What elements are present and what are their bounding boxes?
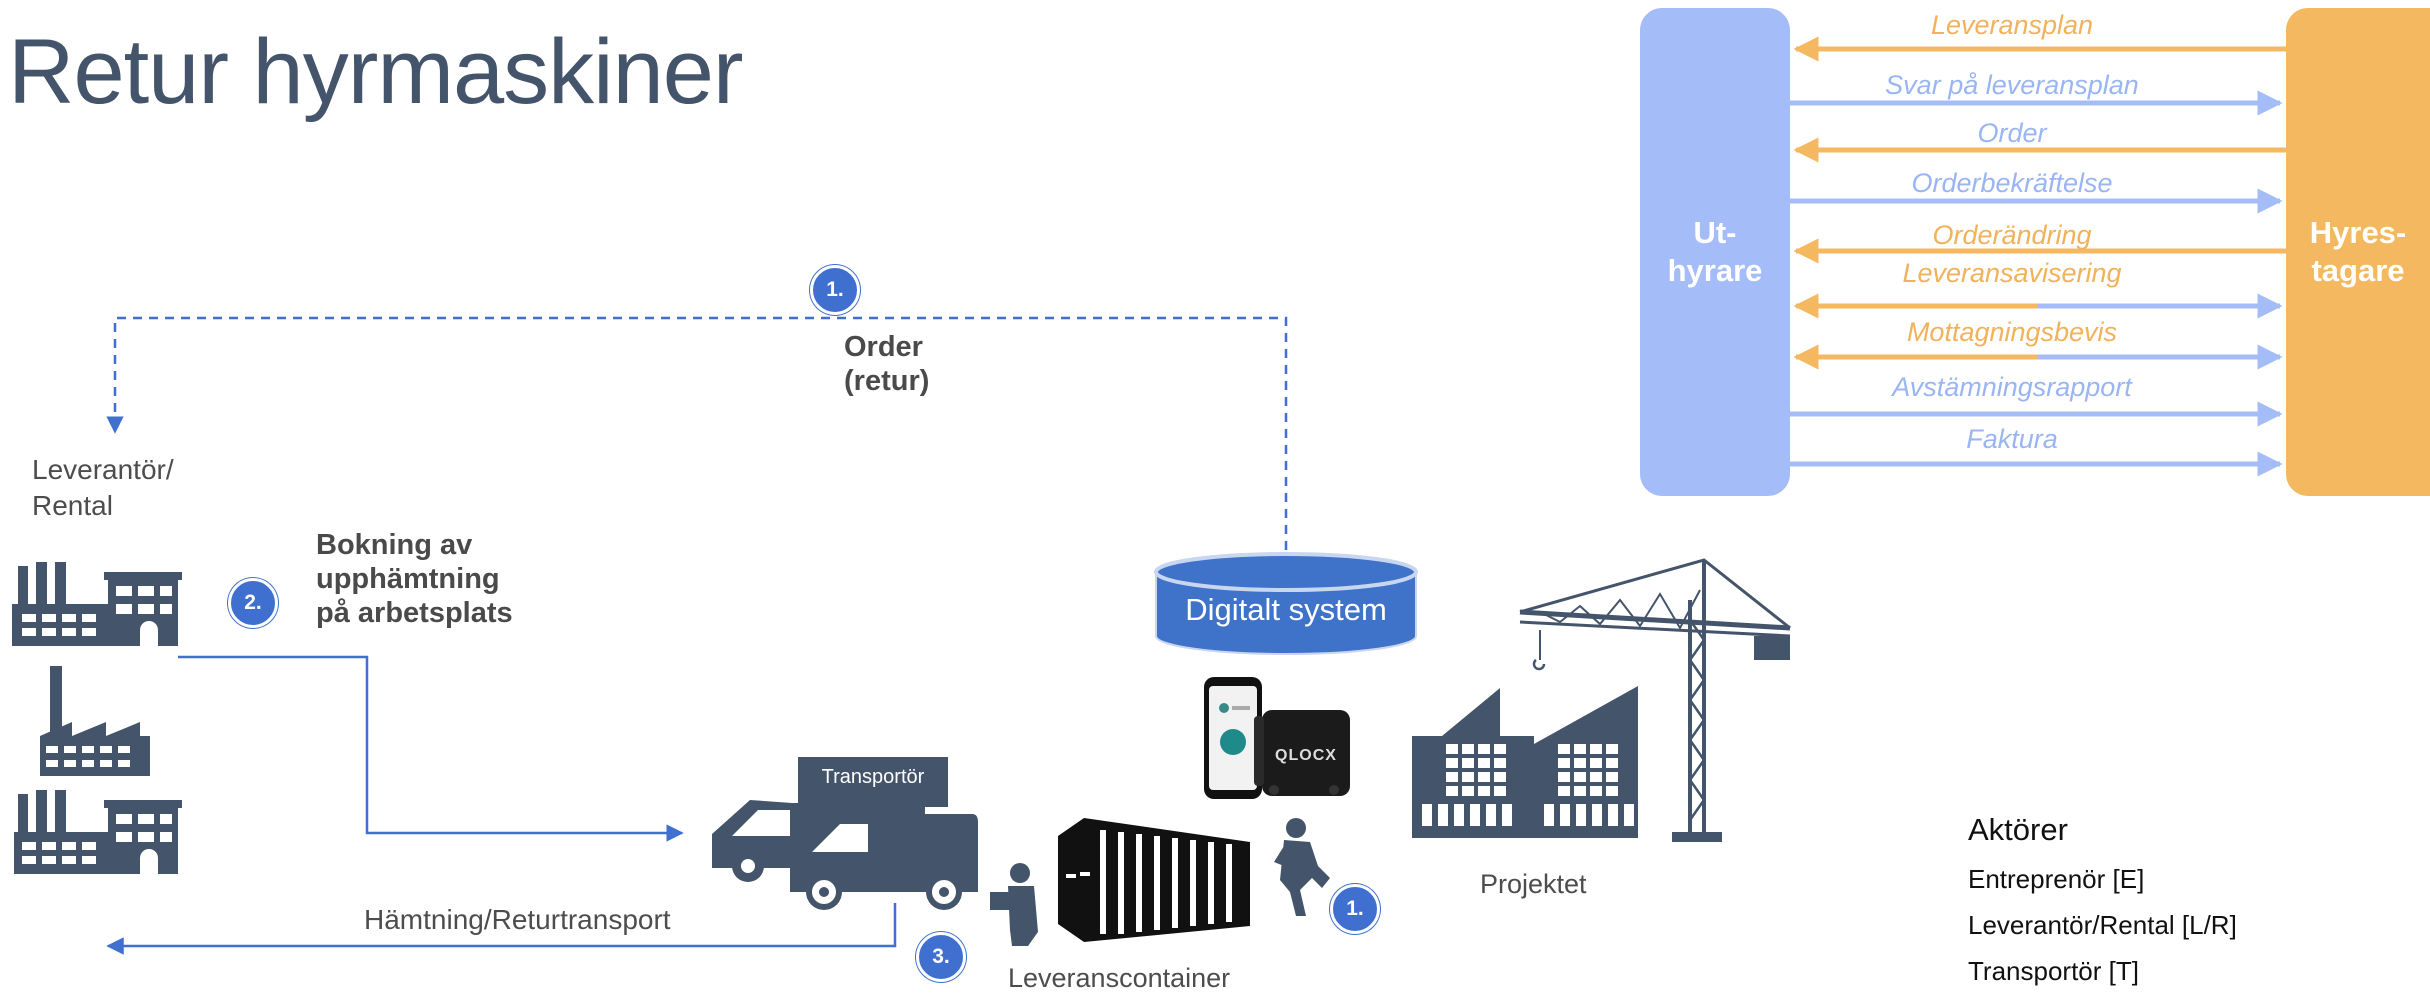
return-transport-arrow [106, 903, 897, 955]
msg-faktura: Faktura [1966, 424, 2058, 454]
msg-orderbekraftelse: Orderbekräftelse [1911, 168, 2113, 198]
worker-icon [1274, 818, 1330, 916]
step-badge-return: 3. [916, 932, 966, 982]
order-label: Order (retur) [844, 331, 930, 397]
actor-item: Leverantör/Rental [L/R] [1968, 910, 2237, 940]
booking-arrow [178, 655, 684, 842]
digital-system-icon [1154, 552, 1418, 655]
actors-heading: Aktörer [1968, 812, 2068, 847]
booking-label: Bokning av upphämtning på arbetsplats [316, 529, 513, 629]
page-title: Retur hyrmaskiner [8, 21, 744, 123]
lessor-label: Ut- hyrare [1667, 215, 1763, 288]
actor-item: Entreprenör [E] [1968, 864, 2145, 894]
msg-leveransplan: Leveransplan [1930, 10, 2094, 40]
lock-device-icon: QLOCX [1254, 710, 1350, 796]
msg-avstamningsrapport: Avstämningsrapport [1892, 372, 2132, 402]
transporter-label: Transportör [821, 766, 925, 788]
order-dashed-arrow [106, 316, 1288, 550]
step-badge-booking: 2. [228, 578, 278, 628]
lessee-label: Hyres- tagare [2309, 215, 2407, 288]
msg-leveransavisering: Leveransavisering [1902, 258, 2122, 288]
factory-icon [40, 666, 150, 776]
step-badge-worker: 1. [1330, 884, 1380, 934]
container-icon [1058, 818, 1250, 942]
phone-icon [1204, 677, 1262, 799]
lessee-bar: Hyres- tagare [2286, 8, 2430, 496]
supplier-label: Leverantör/ Rental [32, 454, 174, 521]
delivery-person-icon [990, 863, 1038, 946]
msg-mottagningsbevis: Mottagningsbevis [1906, 317, 2118, 347]
lessor-bar: Ut- hyrare [1640, 8, 1790, 496]
actor-item: Transportör [T] [1968, 956, 2139, 986]
msg-orderandring: Orderändring [1932, 220, 2092, 250]
project-label: Projektet [1480, 869, 1587, 899]
step-badge-order: 1. [810, 265, 860, 315]
msg-svar-pa-leveransplan: Svar på leveransplan [1885, 70, 2139, 100]
msg-order: Order [1977, 118, 2047, 148]
pickup-label: Hämtning/Returtransport [364, 904, 671, 935]
message-arrows [1790, 36, 2286, 477]
lock-device-brand: QLOCX [1275, 747, 1337, 764]
system-label: Digitalt system [1185, 592, 1387, 627]
process-diagram: QLOCX [12, 316, 1791, 955]
container-label: Leveranscontainer [1008, 963, 1231, 993]
crane-icon [1519, 558, 1791, 836]
